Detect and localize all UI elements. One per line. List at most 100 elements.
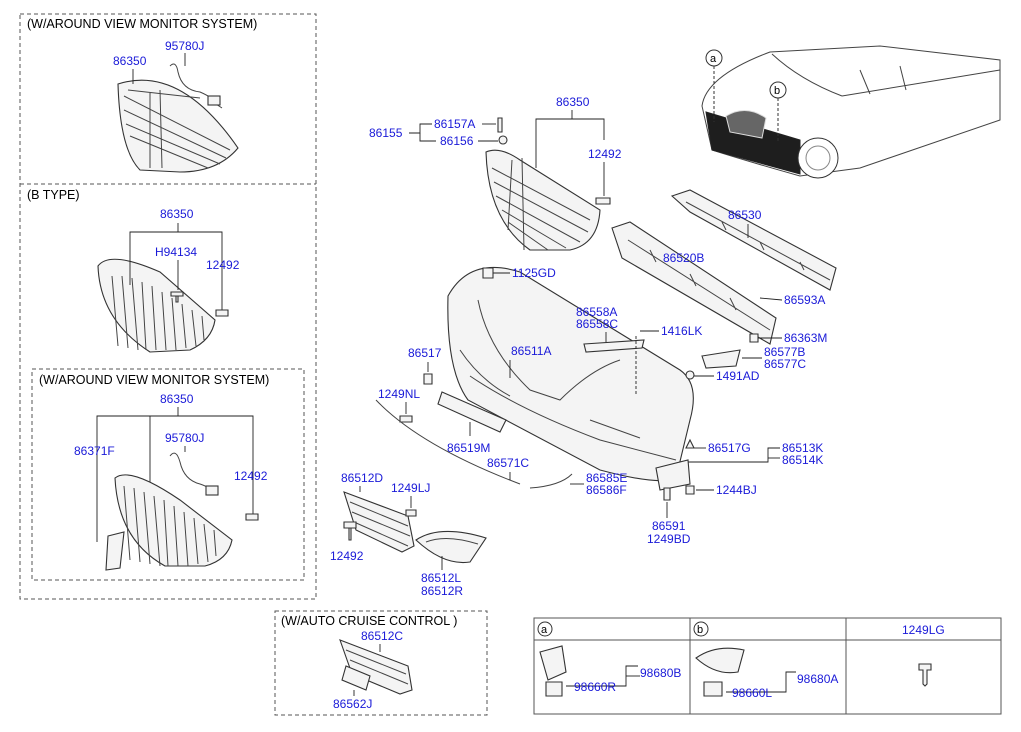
bolt-H94134 [170,291,184,303]
leader-86350-btype [129,231,223,312]
label-86363M: 86363M [784,331,827,345]
label-86577C: 86577C [764,357,806,371]
label-86517G: 86517G [708,441,751,455]
callout-b-text: b [774,85,780,97]
label-86156: 86156 [440,134,474,148]
left-options-frame [19,13,317,600]
label-86371F: 86371F [74,444,115,458]
label-86157A: 86157A [434,117,475,131]
bumper-beam-86530 [670,189,837,291]
label-86512R: 86512R [421,584,463,598]
label-86350-top: 86350 [113,54,147,68]
label-86577B: 86577B [764,345,805,359]
label-86514K: 86514K [782,453,823,467]
label-86558A: 86558A [576,305,617,319]
label-95780J-inner: 95780J [165,431,204,445]
label-98660R: 98660R [574,680,616,694]
legend-table [533,617,1002,715]
label-H94134: H94134 [155,245,197,259]
label-1416LK: 1416LK [661,324,702,338]
legend-col-a: a [541,624,548,636]
bolt-1249NL [399,415,413,423]
label-86512C: 86512C [361,629,403,643]
label-86562J: 86562J [333,697,372,711]
car-overview [701,45,1001,179]
sensor-b [703,681,723,697]
label-12492-inner: 12492 [234,469,268,483]
legend-col-1249LG: 1249LG [902,623,945,637]
callout-a-text: a [710,53,717,65]
label-12492-btype: 12492 [206,258,240,272]
label-86530: 86530 [728,208,762,222]
label-12492-main: 12492 [588,147,622,161]
sensor-a [545,681,563,697]
sensor-bracket-b [695,647,745,674]
label-1125GD: 1125GD [512,266,556,280]
label-86591: 86591 [652,519,686,533]
bracket-86558A [583,339,645,353]
bolt-1244BJ [685,485,695,495]
label-86512L: 86512L [421,571,461,585]
bolt-86591 [663,487,671,501]
main-grille [485,149,601,251]
label-86513K: 86513K [782,441,823,455]
bolt-1125GD [482,267,494,279]
label-86519M: 86519M [447,441,490,455]
energy-absorber-86520B [611,221,777,345]
label-86586F: 86586F [586,483,627,497]
clip-12492-main [595,197,611,205]
bracket-86577B [701,349,741,369]
lower-grille-86512C [339,639,413,695]
clip-12492-btype [215,309,229,317]
header-b-type: (B TYPE) [27,188,80,202]
label-95780J-top: 95780J [165,39,204,53]
label-86511A: 86511A [511,344,551,358]
label-12492-low: 12492 [330,549,364,563]
leader-86350-inner [96,415,254,542]
grille-avm-inner [105,452,233,571]
skid-86519M [437,391,507,433]
label-1249LJ: 1249LJ [391,481,430,495]
cap-86517G [685,438,695,449]
legend-a-circle [537,621,553,637]
label-1244BJ: 1244BJ [716,483,757,497]
bracket-86513K [655,459,691,491]
fog-cover-86512L [415,530,487,564]
avm-inner-frame [31,368,305,581]
sensor-bracket-a [539,645,567,681]
label-86593A: 86593A [784,293,825,307]
clip-86156 [498,135,508,145]
cover-86517 [423,373,433,385]
screw-1249LG [918,663,932,687]
bolt-86363M [749,333,759,343]
clip-1491AD [685,370,695,380]
label-86512D: 86512D [341,471,383,485]
label-86520B: 86520B [663,251,704,265]
clip-12492-inner [245,513,259,521]
legend-col-b: b [697,624,703,636]
label-1249BD: 1249BD [647,532,691,546]
header-avm-inner: (W/AROUND VIEW MONITOR SYSTEM) [39,373,269,387]
label-86585E: 86585E [586,471,627,485]
label-86571C: 86571C [487,456,529,470]
legend-b-circle [693,621,709,637]
label-1491AD: 1491AD [716,369,760,383]
leader-86350-main [535,118,605,168]
header-avm-top: (W/AROUND VIEW MONITOR SYSTEM) [27,17,257,31]
label-86517: 86517 [408,346,442,360]
auto-cruise-frame [274,610,488,716]
bolt-1249LJ [405,509,417,517]
label-98680B: 98680B [640,666,681,680]
strip-86585E [529,473,573,489]
label-86155: 86155 [369,126,403,140]
label-86350-main: 86350 [556,95,590,109]
grille-b-type [97,258,216,353]
screw-12492-low [343,521,357,541]
label-86350-inner: 86350 [160,392,194,406]
molding-86371F [105,531,125,571]
label-98660L: 98660L [732,686,772,700]
label-86350-btype: 86350 [160,207,194,221]
bolt-86157A [497,117,503,133]
